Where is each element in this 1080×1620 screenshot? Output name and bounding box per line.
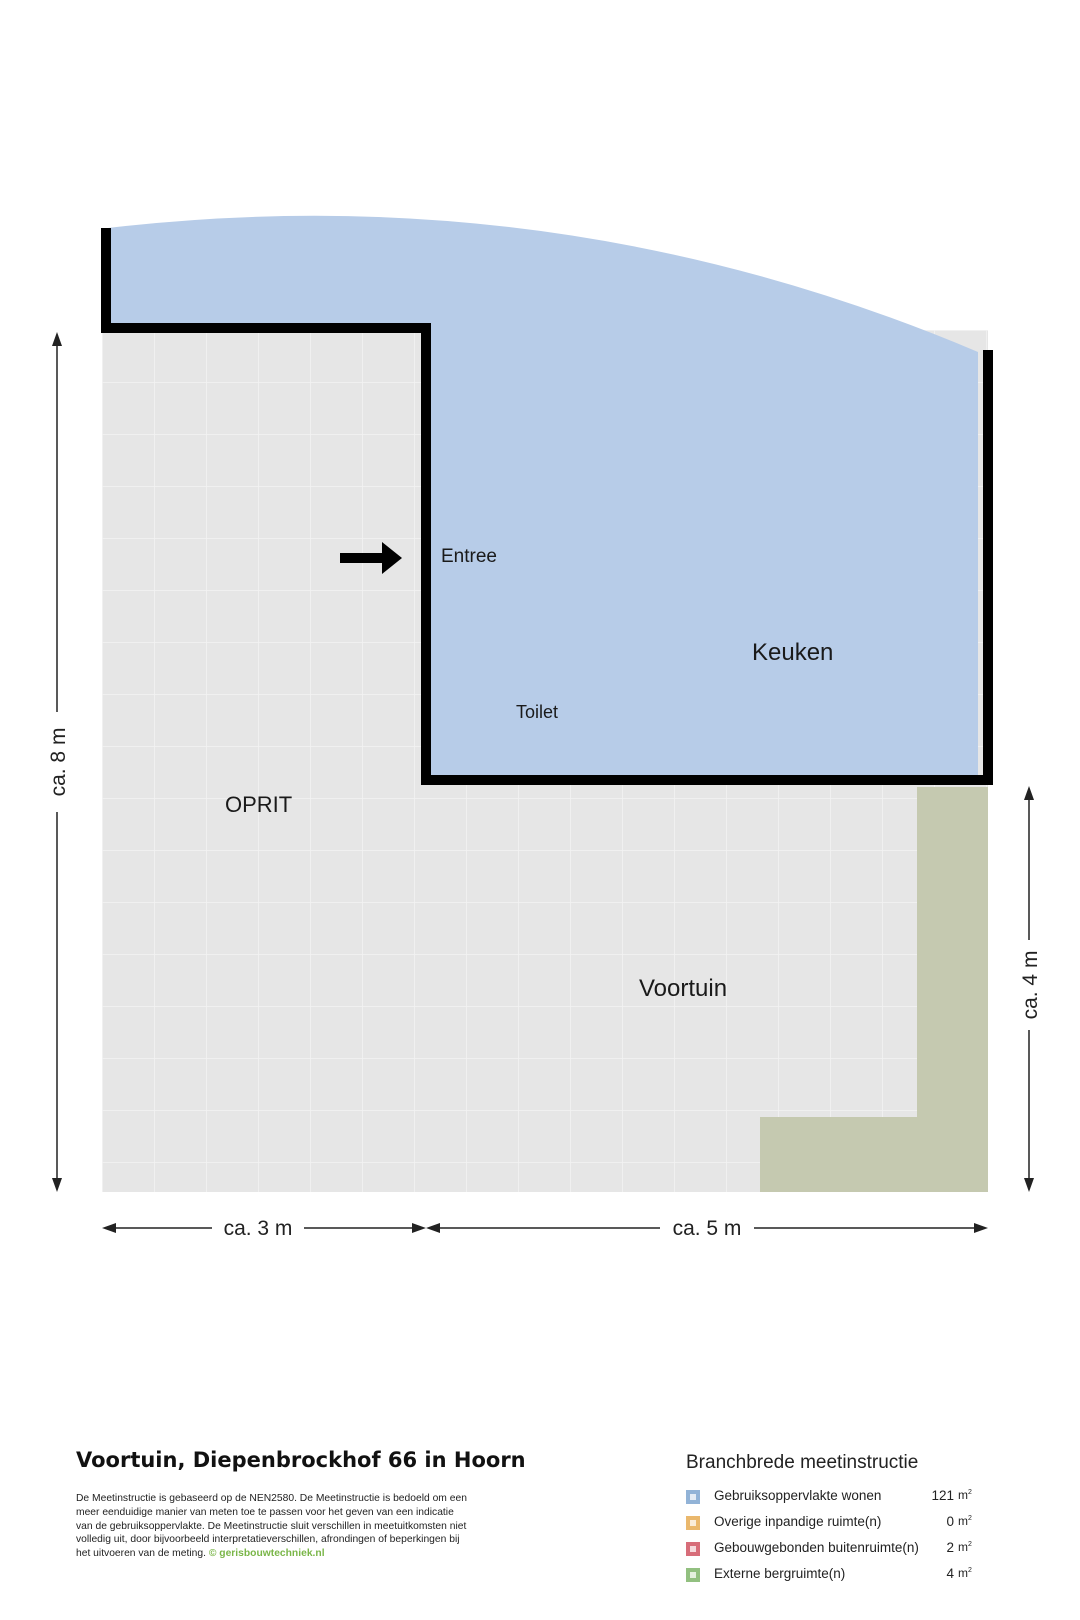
legend-item: Externe bergruimte(n) 4 m2 [686,1565,976,1591]
grass-strip [760,787,988,1192]
legend-item: Gebruiksoppervlakte wonen 121 m2 [686,1487,976,1513]
legend-item-unit: m2 [958,1540,972,1554]
page-title: Voortuin, Diepenbrockhof 66 in Hoorn [76,1448,526,1472]
legend-item-name: Gebruiksoppervlakte wonen [714,1488,882,1503]
dimension-bottom [102,1223,988,1233]
legend-swatch-icon [686,1516,700,1530]
disclaimer-text: De Meetinstructie is gebaseerd op de NEN… [76,1493,467,1560]
dimension-right-label: ca. 4 m [1019,951,1042,1020]
house-wall [101,228,993,785]
legend-item-value: 4 [946,1566,954,1581]
legend-item-name: Overige inpandige ruimte(n) [714,1514,882,1529]
dimension-left [52,332,62,1192]
room-label-toilet: Toilet [516,702,558,722]
legend-swatch-icon [686,1490,700,1504]
company-link[interactable]: © gerisbouwtechniek.nl [208,1548,325,1560]
room-label-keuken: Keuken [752,639,833,666]
legend-swatch-icon [686,1568,700,1582]
legend-item-name: Gebouwgebonden buitenruimte(n) [714,1540,919,1555]
legend-item-value: 121 [931,1488,954,1503]
dimension-bottom-left-label: ca. 3 m [224,1217,293,1240]
entrance-arrow-icon [340,542,402,574]
legend-swatch-icon [686,1542,700,1556]
measurement-disclaimer: De Meetinstructie is gebaseerd op de NEN… [76,1492,468,1561]
dimension-right [1024,786,1034,1192]
dimension-left-label: ca. 8 m [47,728,70,797]
legend-item-unit: m2 [958,1566,972,1580]
living-area [108,215,978,780]
room-label-entree: Entree [441,546,497,567]
legend-item-name: Externe bergruimte(n) [714,1566,846,1581]
legend-item-unit: m2 [958,1514,972,1528]
room-label-voortuin: Voortuin [639,975,727,1002]
room-label-oprit: OPRIT [225,792,292,817]
legend-item-unit: m2 [958,1488,972,1502]
legend-item: Gebouwgebonden buitenruimte(n) 2 m2 [686,1539,976,1565]
legend-title: Branchbrede meetinstructie [686,1452,919,1473]
legend-item-value: 2 [946,1540,954,1555]
legend-item-value: 0 [946,1514,954,1529]
dimension-bottom-right-label: ca. 5 m [673,1217,742,1240]
legend-item: Overige inpandige ruimte(n) 0 m2 [686,1513,976,1539]
legend: Gebruiksoppervlakte wonen 121 m2 Overige… [686,1487,976,1591]
